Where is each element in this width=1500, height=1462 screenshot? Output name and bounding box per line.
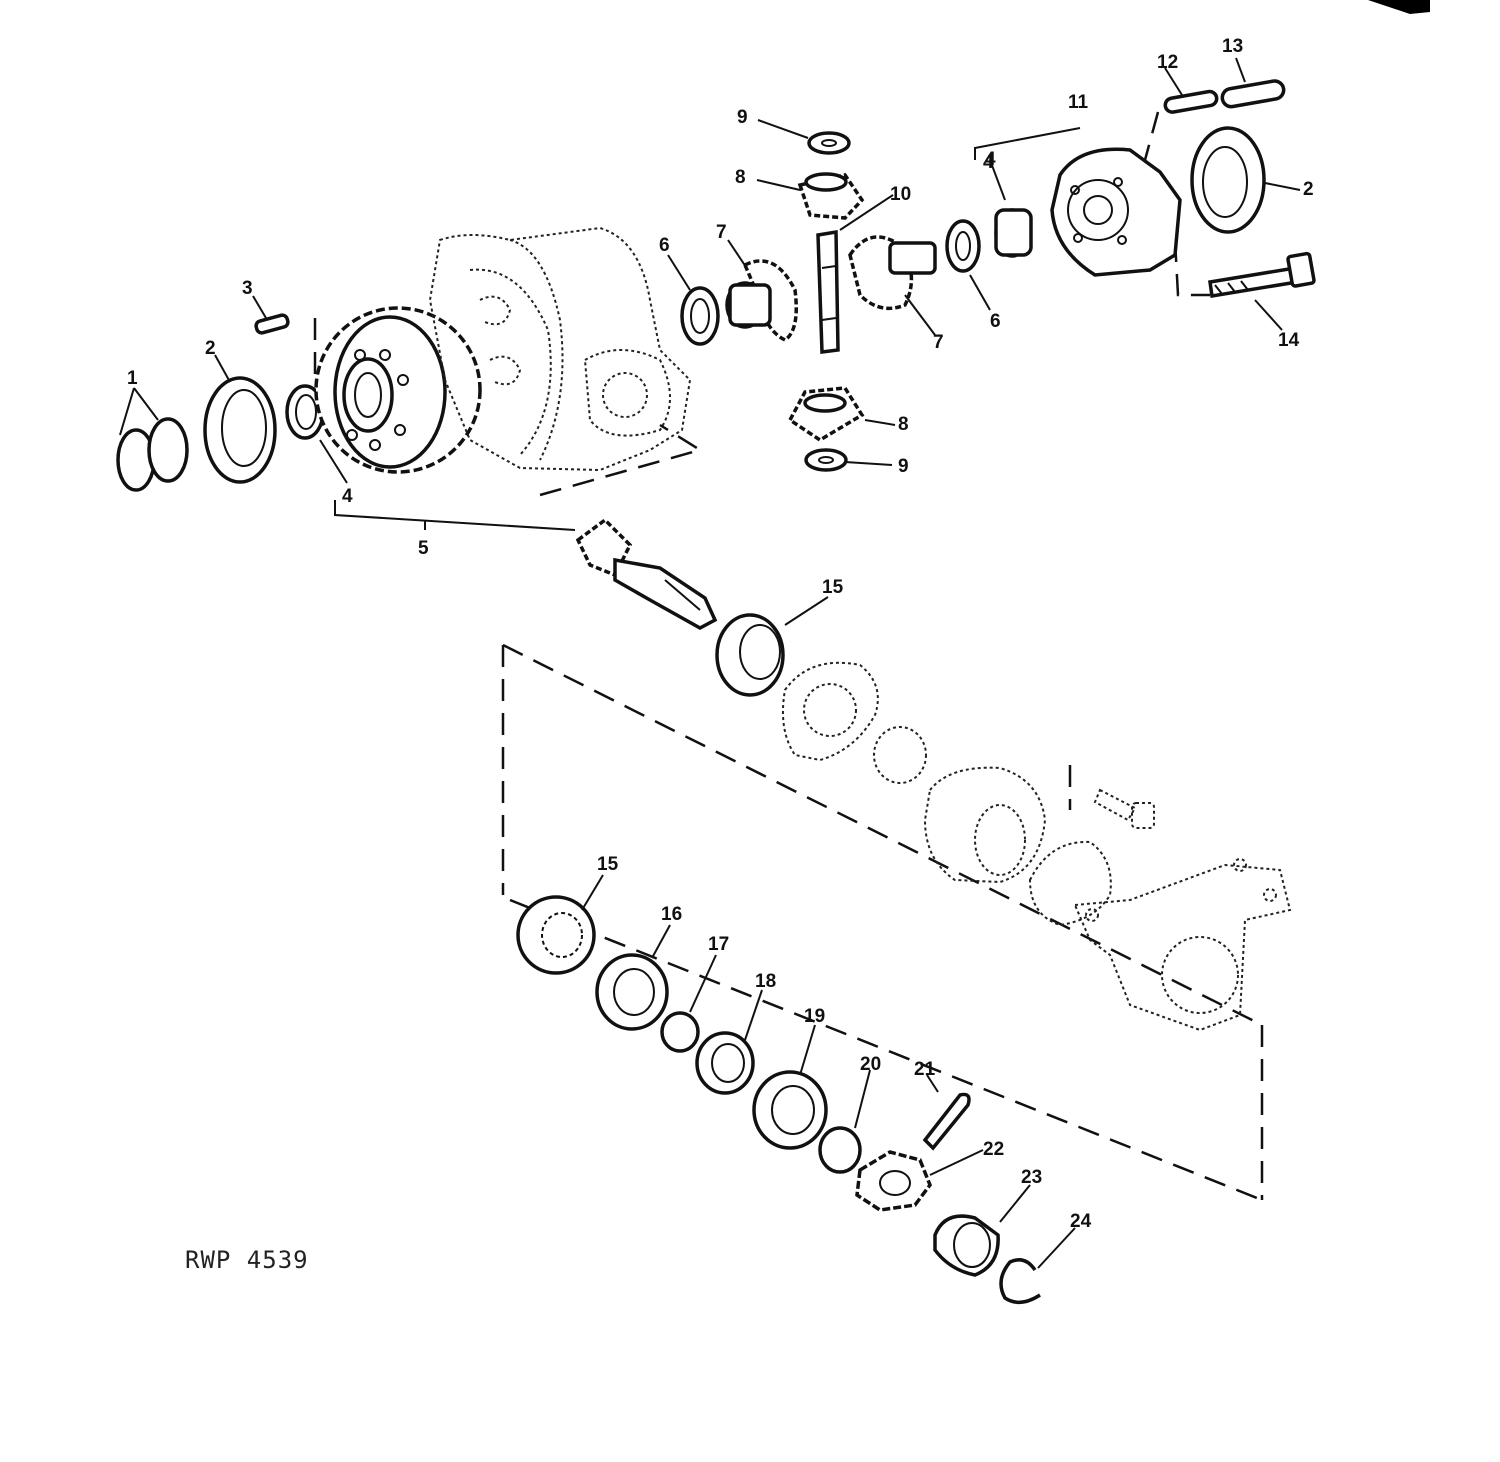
- callout-20: 20: [860, 1054, 881, 1075]
- snap-rings: [116, 417, 189, 492]
- callout-22: 22: [983, 1139, 1004, 1160]
- bearing-cone: [285, 384, 325, 440]
- bearing-cone-right: [994, 208, 1033, 258]
- callout-19: 19: [804, 1006, 825, 1027]
- callout-labels: 1 2 3 4 5 4 6 7 8 9 10 8 9 7 6 4 11 12 1…: [127, 36, 1314, 1232]
- seal-cage: [923, 766, 1047, 884]
- spacer-18: [695, 1031, 755, 1095]
- callout-13: 13: [1222, 36, 1243, 57]
- assembly-lines: [313, 111, 1264, 1202]
- callout-24: 24: [1070, 1211, 1092, 1232]
- pinion-shaft: [816, 229, 840, 354]
- callout-3: 3: [242, 278, 253, 299]
- corner-mark: [1368, 0, 1430, 14]
- differential-case-half: [1050, 147, 1182, 277]
- callout-10: 10: [890, 184, 911, 205]
- mounting-bolt: [1093, 788, 1155, 829]
- bearing-cup: [203, 376, 277, 484]
- callout-7-left: 7: [716, 222, 727, 243]
- callout-17: 17: [708, 934, 729, 955]
- shim-20: [818, 1126, 862, 1174]
- figure-code: RWP 4539: [185, 1246, 309, 1274]
- callout-9-top: 9: [737, 107, 748, 128]
- roll-pin: [254, 313, 290, 335]
- pinion-washer-bottom: [804, 448, 848, 472]
- callout-1: 1: [127, 368, 138, 389]
- bearing-cup-16: [595, 953, 669, 1031]
- callout-4-left: 4: [342, 486, 353, 507]
- pinion-housing: [1073, 858, 1292, 1032]
- pinion-bearing-lower: [516, 895, 596, 975]
- callout-2-right: 2: [1303, 179, 1314, 200]
- callout-6-left: 6: [659, 235, 670, 256]
- pinion-washer-top: [807, 131, 851, 155]
- yoke: [933, 1214, 1000, 1277]
- thrust-washer-right: [945, 219, 981, 273]
- cotter-pin: [922, 1092, 971, 1151]
- differential-pinion-top: [797, 172, 865, 220]
- callout-16: 16: [661, 904, 682, 925]
- o-ring-mid: [873, 726, 927, 784]
- callout-11: 11: [1068, 92, 1089, 113]
- ring-gear: [314, 306, 482, 474]
- callout-7-right: 7: [933, 332, 944, 353]
- differential-carrier: [428, 226, 692, 472]
- callout-2-left: 2: [205, 338, 216, 359]
- dowel-pin: [1163, 89, 1219, 114]
- thrust-washer-left: [680, 286, 720, 346]
- callout-4-right: 4: [983, 152, 994, 173]
- pinion-bearing-upper: [715, 613, 785, 697]
- callout-23: 23: [1021, 1167, 1042, 1188]
- retaining-ring: [999, 1258, 1041, 1305]
- callout-21: 21: [914, 1059, 936, 1080]
- cap-screw: [1208, 251, 1316, 299]
- callout-15-lower: 15: [597, 854, 619, 875]
- callout-5: 5: [418, 538, 429, 559]
- differential-pinion-bottom: [787, 386, 865, 443]
- castle-nut: [855, 1150, 932, 1212]
- callout-4-mid: 4: [985, 149, 996, 170]
- side-gear-left: [725, 259, 798, 343]
- drive-pinion: [575, 517, 718, 630]
- carrier-gasket: [782, 661, 879, 762]
- side-gear-right: [848, 235, 937, 311]
- callout-9-bottom: 9: [898, 456, 909, 477]
- bearing-cup-right: [1190, 126, 1266, 234]
- callout-15-upper: 15: [822, 577, 844, 598]
- leader-lines: [119, 57, 1301, 1269]
- callout-6-right: 6: [990, 311, 1001, 332]
- callout-8-top: 8: [735, 167, 746, 188]
- callout-14: 14: [1278, 330, 1300, 351]
- bearing-cup-19: [752, 1070, 828, 1150]
- housing-gasket: [1028, 840, 1112, 927]
- dowel-pin-13: [1220, 79, 1286, 109]
- callout-12: 12: [1157, 52, 1178, 73]
- o-ring-17: [660, 1011, 700, 1053]
- callout-8-bottom: 8: [898, 414, 909, 435]
- callout-18: 18: [755, 971, 776, 992]
